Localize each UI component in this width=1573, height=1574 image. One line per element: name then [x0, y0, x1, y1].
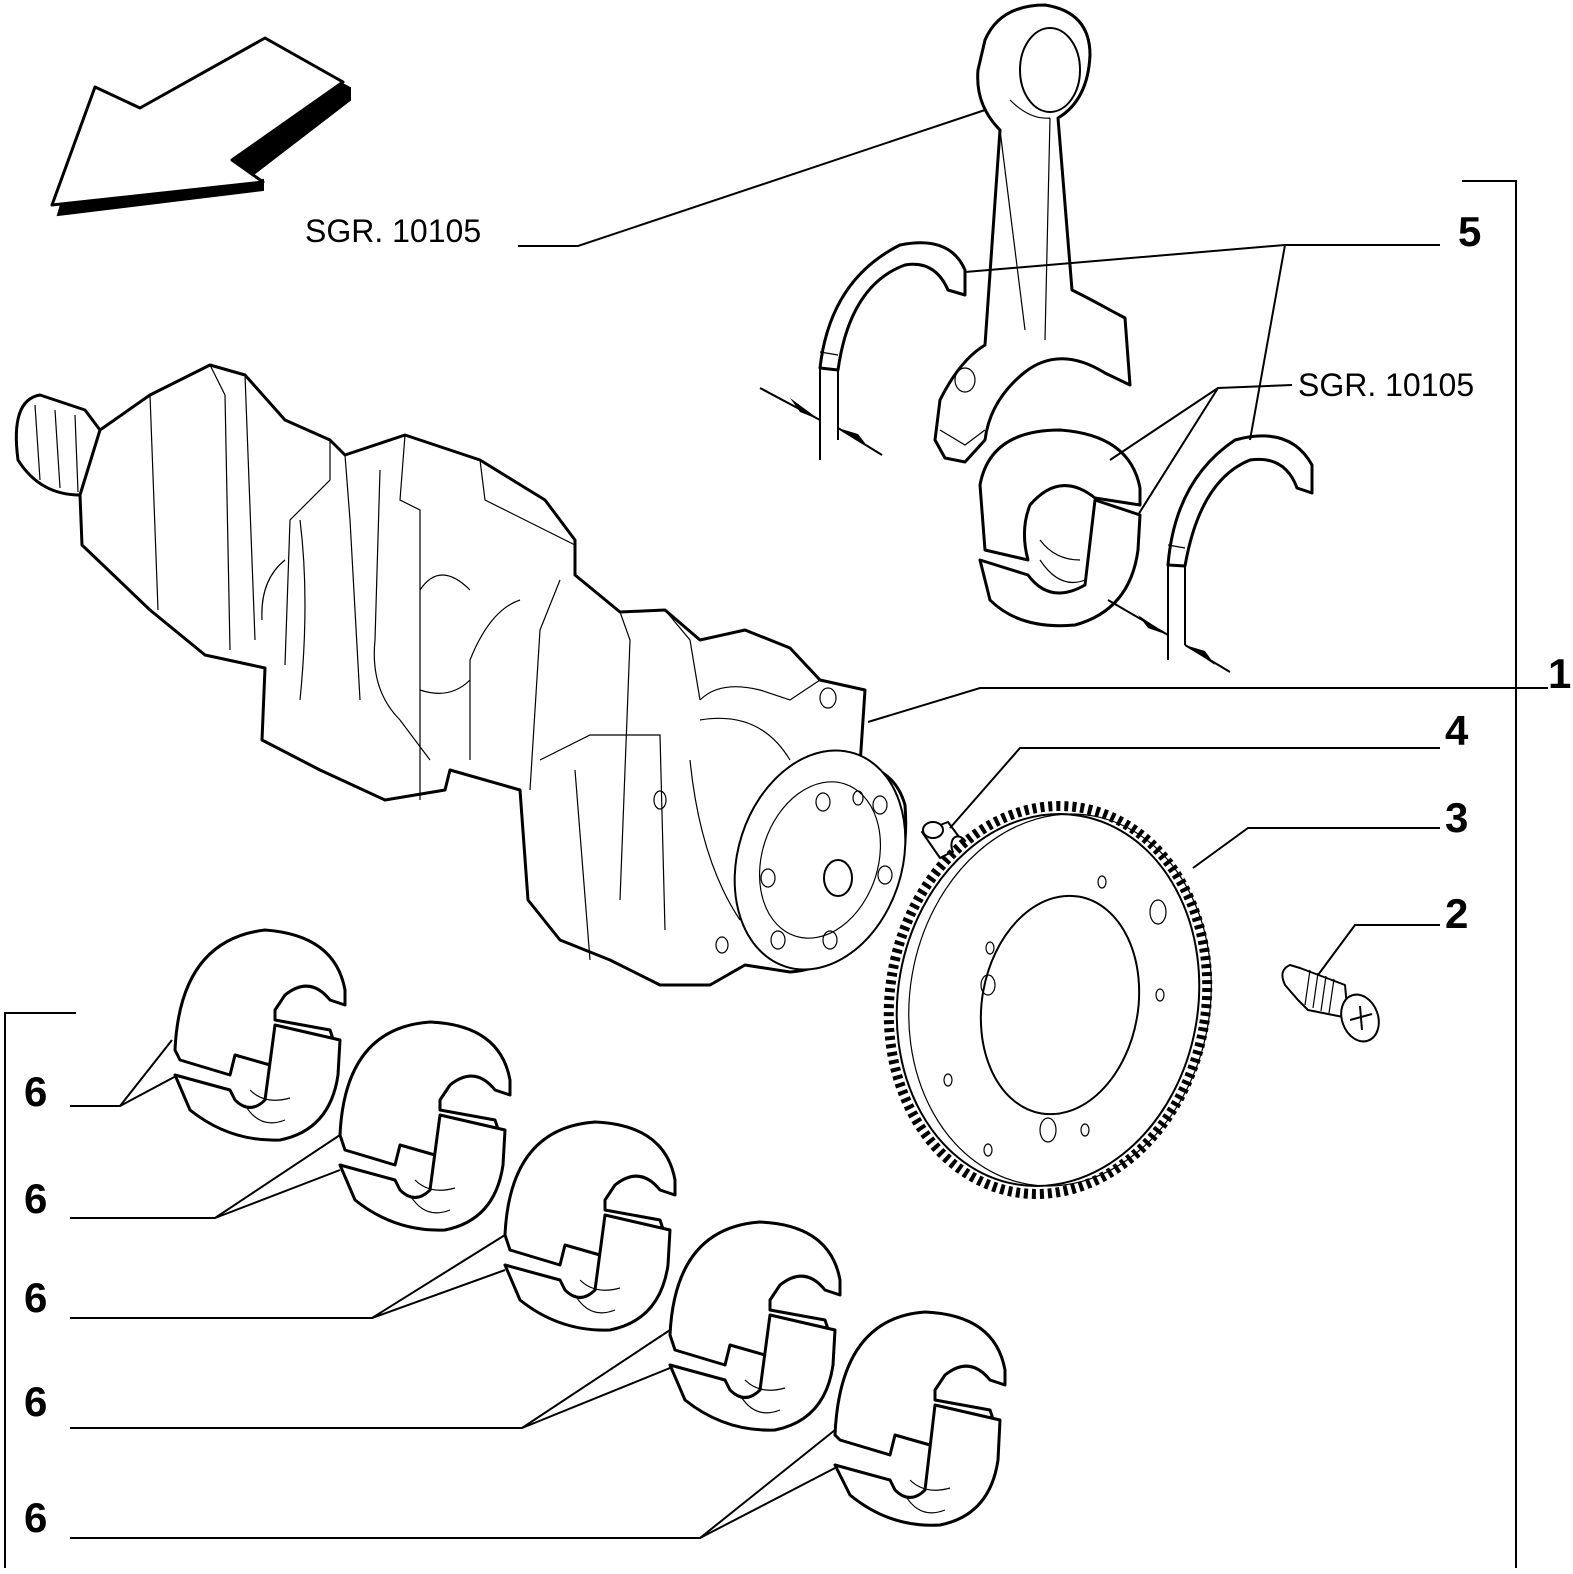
- callout-1: 1: [1548, 650, 1571, 697]
- callout-4: 4: [1445, 707, 1469, 754]
- rod-bearing-shell-lower: [978, 428, 1142, 628]
- thickness-marker-lower: [1107, 565, 1231, 673]
- thrust-half-ring-lower: [1166, 434, 1314, 568]
- callout-5: 5: [1458, 208, 1481, 255]
- connecting-rod: [933, 3, 1132, 464]
- main-bearing-shell-5: [833, 1310, 1007, 1527]
- thrust-half-ring-upper: [818, 241, 967, 372]
- main-bearing-shell-1: [173, 928, 347, 1142]
- callout-6: 6: [24, 1068, 47, 1115]
- timing-gear: [883, 801, 1213, 1199]
- thickness-marker-upper: [759, 368, 883, 460]
- main-bearing-shell-3: [503, 1120, 677, 1332]
- bolt: [1281, 964, 1380, 1043]
- leader-lines: [70, 109, 1548, 1539]
- callout-6: 6: [24, 1274, 47, 1321]
- left-bracket-frame: [4, 1012, 76, 1568]
- callout-6: 6: [24, 1175, 47, 1222]
- sgr-reference-label-top: SGR. 10105: [305, 213, 481, 249]
- callout-2: 2: [1445, 890, 1468, 937]
- direction-arrow-icon: [50, 36, 351, 217]
- main-bearing-shell-4: [668, 1220, 842, 1432]
- callout-6: 6: [24, 1378, 47, 1425]
- main-bearing-shell-2: [338, 1020, 512, 1232]
- callout-3: 3: [1445, 794, 1468, 841]
- crankshaft: [14, 363, 908, 987]
- callout-6: 6: [24, 1494, 47, 1541]
- right-bracket-frame: [1462, 180, 1517, 1568]
- sgr-reference-label-right: SGR. 10105: [1298, 367, 1474, 403]
